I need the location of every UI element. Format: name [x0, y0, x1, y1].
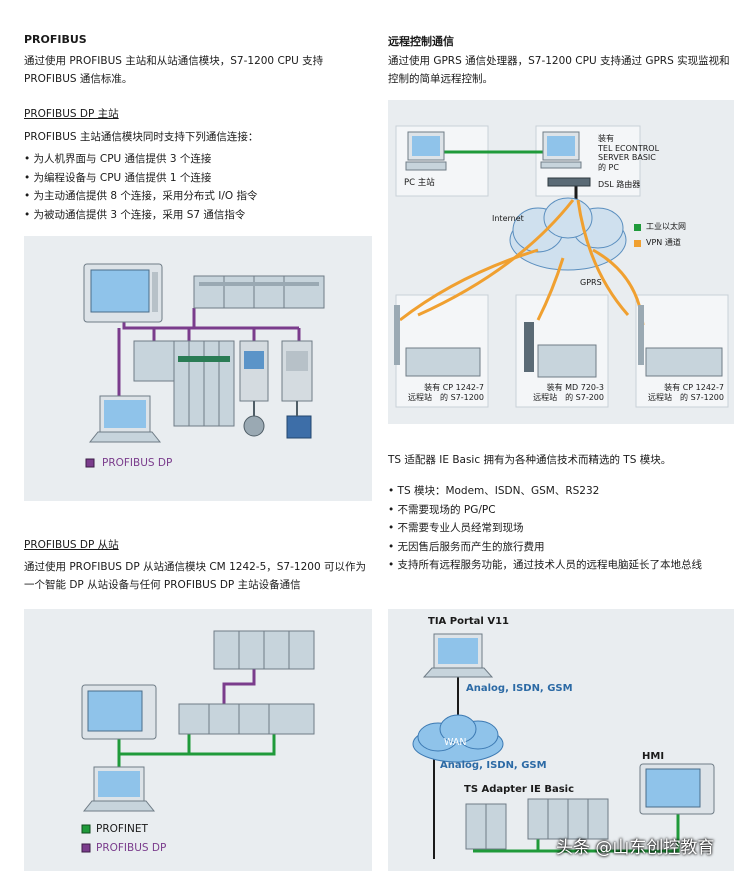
legend-label-ethernet: 工业以太网 [646, 222, 686, 231]
remote-station-icon [524, 322, 597, 378]
server-pc-icon [540, 131, 591, 187]
remote-text: 通过使用 GPRS 通信处理器，S7-1200 CPU 支持通过 GPRS 实现… [388, 55, 730, 85]
wan-label: WAN [444, 737, 467, 748]
server-label-line: SERVER BASIC [598, 153, 656, 162]
link-label: Analog, ISDN, GSM [440, 760, 547, 771]
profibus-slave-diagram: PROFINET PROFIBUS DP [24, 609, 372, 871]
server-label-line: TEL ECONTROL [598, 143, 660, 153]
link-label: Analog, ISDN, GSM [466, 683, 573, 694]
legend-swatch-profibus [85, 458, 95, 468]
bullet-item: 不需要专业人员经常到现场 [388, 519, 740, 538]
station-label-line: 装有 CP 1242-7 [664, 383, 724, 392]
drive-icon [239, 340, 269, 437]
hmi-panel-icon [83, 263, 163, 323]
remote-station-icon [638, 305, 723, 377]
dp-master-title: PROFIBUS DP 主站 [24, 108, 119, 120]
legend-label-profibus: PROFIBUS DP [102, 457, 173, 469]
laptop-icon [82, 766, 156, 812]
server-label-line: 装有 [598, 134, 614, 143]
ts-bullets: TS 模块：Modem、ISDN、GSM、RS232 不需要现场的 PG/PC … [388, 482, 740, 575]
tia-label: TIA Portal V11 [428, 616, 509, 627]
dp-master-intro: PROFIBUS 主站通信模块同时支持下列通信连接： [24, 131, 259, 143]
station-right-label: 装有 CP 1242-7 远程站 的 S7-1200 [634, 383, 724, 403]
internet-cloud-icon [509, 197, 627, 271]
profibus-title: PROFIBUS [24, 33, 87, 46]
pc-master-label: PC 主站 [404, 178, 435, 188]
station-mid-label: 装有 MD 720-3 远程站 的 S7-200 [514, 383, 604, 403]
bullet-item: 无因售后服务而产生的旅行费用 [388, 538, 740, 557]
legend-label-profinet: PROFINET [96, 823, 148, 835]
wan-cloud-icon [412, 714, 504, 763]
station-label-line: 装有 CP 1242-7 [424, 383, 484, 392]
bullet-item: 为被动通信提供 3 个连接，采用 S7 通信指令 [24, 206, 374, 225]
laptop-icon [88, 395, 162, 443]
remote-title: 远程控制通信 [388, 35, 454, 48]
dp-master-bullets: 为人机界面与 CPU 通信提供 3 个连接 为编程设备与 CPU 通信提供 1 … [24, 150, 374, 224]
plc-rack-icon [193, 275, 325, 309]
remote-control-diagram: PC 主站 装有 TEL ECONTROL SERVER BASIC 的 PC … [388, 100, 734, 424]
plc-rack-icon [527, 798, 609, 840]
ts-adapter-icon [465, 803, 507, 850]
legend-swatch-ethernet [634, 224, 641, 231]
legend-label-profibus: PROFIBUS DP [96, 842, 167, 854]
drive-icon [281, 340, 313, 439]
remote-station-icon [394, 305, 481, 377]
hmi-panel-icon [81, 684, 157, 740]
distributed-io-icon [133, 340, 235, 427]
gprs-label: GPRS [580, 278, 602, 287]
bullet-item: 为主动通信提供 8 个连接，采用分布式 I/O 指令 [24, 187, 374, 206]
bullet-item: TS 模块：Modem、ISDN、GSM、RS232 [388, 482, 740, 501]
station-label-line: 远程站 的 S7-200 [533, 393, 604, 402]
bullet-item: 为人机界面与 CPU 通信提供 3 个连接 [24, 150, 374, 169]
profibus-text: 通过使用 PROFIBUS 主站和从站通信模块，S7-1200 CPU 支持 P… [24, 55, 324, 85]
legend-swatch-vpn [634, 240, 641, 247]
slave-plc-icon [213, 630, 315, 670]
internet-label: Internet [492, 214, 524, 223]
plc-rack-icon [178, 703, 315, 735]
laptop-icon [422, 633, 494, 678]
hmi-panel-icon [639, 763, 715, 815]
bullet-item: 为编程设备与 CPU 通信提供 1 个连接 [24, 169, 374, 188]
station-label-line: 远程站 的 S7-1200 [408, 393, 484, 402]
profibus-master-diagram: PROFIBUS DP [24, 236, 372, 501]
server-label-line: 的 PC [598, 162, 619, 172]
dsl-router-label: DSL 路由器 [598, 180, 641, 189]
hmi-label: HMI [642, 751, 665, 762]
ts-adapter-diagram: TIA Portal V11 Analog, ISDN, GSM WAN Ana… [388, 609, 734, 871]
legend-swatch-profibus [81, 843, 91, 853]
pc-icon [405, 131, 447, 171]
bullet-item: 支持所有远程服务功能，通过技术人员的远程电脑延长了本地总线 [388, 556, 740, 575]
ts-adapter-label: TS Adapter IE Basic [464, 784, 574, 795]
ts-text: TS 适配器 IE Basic 拥有为各种通信技术而精选的 TS 模块。 [388, 454, 672, 466]
server-label: 装有 TEL ECONTROL SERVER BASIC 的 PC [598, 134, 659, 172]
station-label-line: 远程站 的 S7-1200 [648, 393, 724, 402]
dp-slave-title: PROFIBUS DP 从站 [24, 539, 119, 551]
bullet-item: 不需要现场的 PG/PC [388, 501, 740, 520]
legend-swatch-profinet [81, 824, 91, 834]
legend-label-vpn: VPN 通道 [646, 238, 681, 247]
watermark: 头条 @山东创控教育 [556, 838, 715, 858]
dp-slave-text: 通过使用 PROFIBUS DP 从站通信模块 CM 1242-5，S7-120… [24, 561, 366, 591]
station-left-label: 装有 CP 1242-7 远程站 的 S7-1200 [394, 383, 484, 403]
station-label-line: 装有 MD 720-3 [546, 383, 604, 392]
